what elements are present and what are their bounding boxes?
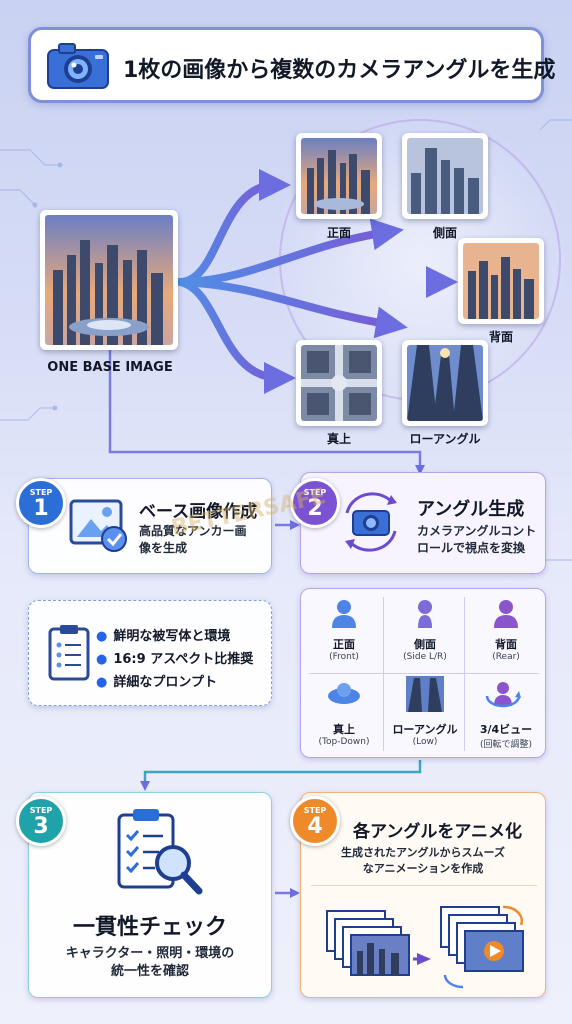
step2-badge: STEP 2 <box>290 478 340 528</box>
angle-name: 3/4ビュー <box>479 723 533 736</box>
page-title: 1枚の画像から複数のカメラアングルを生成 <box>123 58 556 83</box>
angle-name: 側面 <box>414 638 436 651</box>
step4-number: 4 <box>307 814 323 839</box>
angle-sub: (Low) <box>412 737 438 747</box>
angle-cell-front: 正面 (Front) <box>304 636 384 662</box>
top-down-view-label: 真上 <box>326 432 351 446</box>
low-angle-view-image <box>402 340 488 426</box>
animation-sequence-illustration <box>326 905 524 989</box>
step3-badge: STEP 3 <box>16 796 66 846</box>
step1-title: ベース画像作成 <box>139 502 258 522</box>
step1-card: ベース画像作成 高品質なアンカー画 像を生成 <box>28 478 272 574</box>
front-view-image <box>296 133 382 219</box>
step2-badge-label: STEP <box>303 488 327 497</box>
angle-sub: (Side L/R) <box>403 652 447 662</box>
tip-text: 16:9 アスペクト比推奨 <box>113 652 254 667</box>
angle-sub: (回転で調整) <box>479 740 533 750</box>
step3-card: 一貫性チェック キャラクター・照明・環境の 統一性を確認 <box>28 792 272 998</box>
step4-desc-2: なアニメーションを作成 <box>362 862 484 875</box>
angle-name: 背面 <box>495 638 517 651</box>
base-image <box>40 210 178 350</box>
angle-cell-side: 側面 (Side L/R) <box>385 636 465 662</box>
step4-card: 各アングルをアニメ化 生成されたアングルからスムーズ なアニメーションを作成 <box>300 792 546 998</box>
step4-badge-label: STEP <box>303 806 327 815</box>
angle-sub: (Front) <box>329 652 359 662</box>
tips-card <box>28 600 272 706</box>
step2-desc-2: ロールで視点を変換 <box>417 541 526 555</box>
angle-cell-top: 真上 (Top-Down) <box>304 721 384 747</box>
step3-badge-label: STEP <box>29 806 53 815</box>
low-angle-icon <box>406 676 444 712</box>
camera-icon <box>47 43 109 89</box>
step3-desc-2: 統一性を確認 <box>110 964 189 979</box>
step3-title: 一貫性チェック <box>72 915 227 940</box>
angle-name: ローアングル <box>392 723 458 736</box>
step1-desc-2: 像を生成 <box>139 541 188 555</box>
step2-number: 2 <box>307 496 323 521</box>
angle-sub: (Top-Down) <box>318 737 370 747</box>
step4-badge: STEP 4 <box>290 796 340 846</box>
step1-badge: STEP 1 <box>16 478 66 528</box>
rear-view-image <box>458 238 544 324</box>
angle-cell-three-quarter: 3/4ビュー (回転で調整) <box>466 721 546 750</box>
tip-text: 鮮明な被写体と環境 <box>113 629 231 644</box>
tip-text: 詳細なプロンプト <box>113 675 217 690</box>
person-front-icon <box>332 600 356 628</box>
step2-desc-1: カメラアングルコント <box>417 524 537 538</box>
rear-view-label: 背面 <box>488 330 513 344</box>
side-view-image <box>402 133 488 219</box>
step3-number: 3 <box>33 814 49 839</box>
step1-number: 1 <box>33 496 49 521</box>
low-angle-view-label: ローアングル <box>409 432 481 446</box>
step2-title: アングル生成 <box>417 499 525 520</box>
step1-desc-1: 高品質なアンカー画 <box>139 524 247 538</box>
step4-desc-1: 生成されたアングルからスムーズ <box>340 846 505 859</box>
angle-name: 正面 <box>333 638 355 651</box>
step3-desc-1: キャラクター・照明・環境の <box>65 946 235 961</box>
person-top-icon <box>328 683 360 704</box>
step4-title: 各アングルをアニメ化 <box>353 822 522 842</box>
side-view-label: 側面 <box>432 226 457 240</box>
angle-sub: (Rear) <box>492 652 520 662</box>
person-side-icon <box>418 600 432 628</box>
front-view-label: 正面 <box>326 226 351 240</box>
step2-card: アングル生成 カメラアングルコント ロールで視点を変換 <box>300 472 546 574</box>
rotating-camera-icon <box>345 492 397 552</box>
step1-badge-label: STEP <box>29 488 53 497</box>
tip-item: ●詳細なプロンプト <box>96 675 217 690</box>
angle-cell-low: ローアングル (Low) <box>385 721 465 747</box>
image-badge-icon <box>69 499 127 552</box>
clipboard-icon <box>48 625 90 681</box>
tip-item: ●鮮明な被写体と環境 <box>96 629 231 644</box>
base-image-label: ONE BASE IMAGE <box>47 360 173 375</box>
tip-item: ●16:9 アスペクト比推奨 <box>96 652 254 667</box>
title-banner: 1枚の画像から複数のカメラアングルを生成 <box>28 27 555 103</box>
top-down-view-image <box>296 340 382 426</box>
checklist-magnifier-icon <box>117 809 203 895</box>
rotate-person-icon <box>485 682 521 708</box>
angle-cell-rear: 背面 (Rear) <box>466 636 546 662</box>
angle-name: 真上 <box>333 723 355 736</box>
person-rear-icon <box>494 600 518 628</box>
